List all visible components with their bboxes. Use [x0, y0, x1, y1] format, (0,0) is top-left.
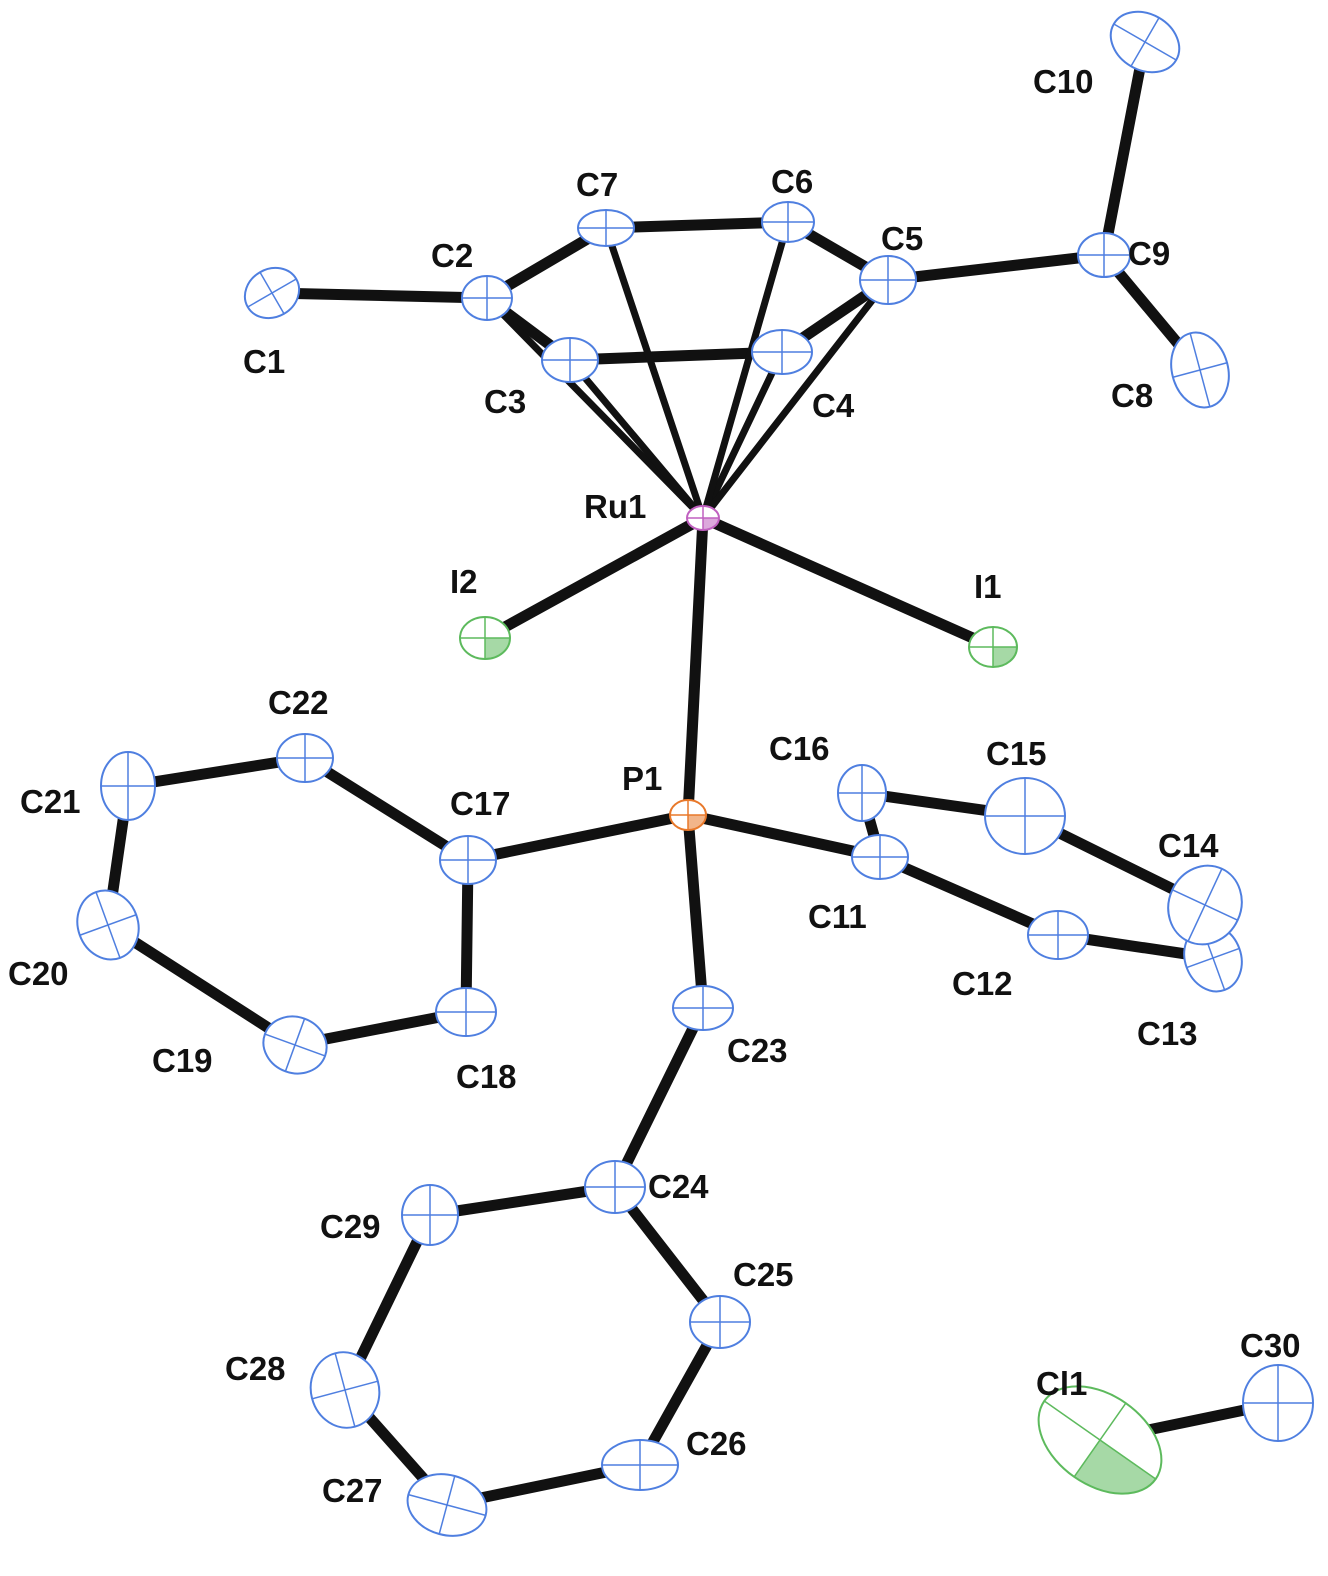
bond-ru1-p1 — [682, 512, 709, 821]
atom-c29 — [401, 1184, 459, 1246]
bond-ru1-c7 — [602, 224, 707, 522]
atom-c18 — [435, 987, 497, 1037]
bond-c7-c6 — [600, 216, 794, 234]
atom-label-c30: C30 — [1240, 1327, 1301, 1364]
atom-i2 — [459, 616, 511, 660]
atom-label-c4: C4 — [812, 387, 855, 424]
bond-p1-c11 — [682, 809, 886, 863]
atom-c22 — [276, 733, 334, 783]
bond-c20-c19 — [102, 919, 301, 1051]
atom-label-c6: C6 — [771, 163, 813, 200]
bond-c24-c29 — [424, 1181, 621, 1221]
bond-ru1-i1 — [697, 512, 999, 653]
bond-c5-c9 — [882, 249, 1110, 286]
atom-c24 — [584, 1160, 646, 1214]
atom-label-p1: P1 — [622, 760, 662, 797]
atom-label-c14: C14 — [1158, 827, 1219, 864]
atom-c2 — [461, 275, 513, 321]
bond-ru1-c4 — [699, 348, 786, 522]
atom-label-c16: C16 — [769, 730, 830, 767]
atom-label-c10: C10 — [1033, 63, 1094, 100]
bond-c12-c11 — [874, 851, 1064, 941]
bond-c25-c24 — [609, 1181, 726, 1328]
atom-label-c11: C11 — [808, 898, 867, 935]
bond-c1-c2 — [266, 287, 493, 304]
atom-c14 — [1167, 864, 1243, 946]
atom-label-c2: C2 — [431, 237, 473, 274]
atom-c3 — [541, 337, 599, 383]
atom-label-c24: C24 — [648, 1168, 709, 1205]
atom-label-c9: C9 — [1128, 235, 1170, 272]
atom-label-c13: C13 — [1137, 1015, 1198, 1052]
atom-label-c27: C27 — [322, 1472, 383, 1509]
atom-label-i1: I1 — [974, 568, 1002, 605]
atom-label-c17: C17 — [450, 785, 511, 822]
atom-c27 — [406, 1473, 488, 1537]
atom-c28 — [309, 1351, 381, 1429]
atom-c26 — [601, 1439, 679, 1491]
atom-i1 — [968, 626, 1018, 668]
atom-c30 — [1242, 1364, 1314, 1442]
atom-layer — [76, 10, 1314, 1537]
atom-c12 — [1027, 910, 1089, 960]
bond-p1-c17 — [462, 809, 694, 866]
atom-c17 — [439, 835, 497, 885]
atom-c21 — [100, 751, 156, 821]
bond-c9-c10 — [1098, 36, 1151, 261]
bond-ru1-c6 — [699, 218, 792, 522]
atom-c7 — [577, 209, 635, 247]
atom-c20 — [76, 889, 140, 961]
atom-label-c8: C8 — [1111, 377, 1153, 414]
bond-ru1-c2 — [483, 294, 707, 522]
atom-label-c19: C19 — [152, 1042, 213, 1079]
atom-c25 — [689, 1295, 751, 1349]
atom-c23 — [672, 985, 734, 1031]
bond-c23-c24 — [609, 1002, 709, 1193]
bond-p1-c23 — [682, 809, 709, 1014]
bond-c17-c22 — [299, 752, 474, 866]
atom-c16 — [837, 764, 887, 822]
atom-label-c28: C28 — [225, 1350, 286, 1387]
atom-c10 — [1109, 10, 1181, 74]
atom-label-c12: C12 — [952, 965, 1013, 1002]
atom-label-c29: C29 — [320, 1208, 381, 1245]
bond-c18-c17 — [460, 854, 474, 1018]
atom-label-c25: C25 — [733, 1256, 794, 1293]
atom-c19 — [262, 1015, 328, 1075]
atom-cl1 — [1037, 1385, 1163, 1495]
bond-ru1-c3 — [566, 356, 707, 522]
atom-ru1 — [686, 505, 720, 531]
atom-label-c20: C20 — [8, 955, 69, 992]
atom-label-ru1: Ru1 — [584, 488, 646, 525]
bond-ru1-c5 — [699, 276, 892, 522]
atom-label-c22: C22 — [268, 684, 329, 721]
atom-c6 — [761, 201, 815, 243]
atom-label-c21: C21 — [20, 783, 81, 820]
bond-ru1-i2 — [479, 512, 709, 644]
atom-label-c3: C3 — [484, 383, 526, 420]
bond-c22-c21 — [122, 752, 311, 792]
atom-c1 — [243, 266, 301, 320]
atom-c11 — [851, 834, 909, 880]
atom-c4 — [751, 329, 813, 375]
atom-label-c1: C1 — [243, 343, 285, 380]
atom-c15 — [984, 777, 1066, 855]
atom-label-c15: C15 — [986, 735, 1047, 772]
atom-label-c26: C26 — [686, 1425, 747, 1462]
atom-label-i2: I2 — [450, 563, 478, 600]
atom-c8 — [1170, 331, 1230, 409]
atom-c9 — [1077, 232, 1131, 278]
atom-label-c18: C18 — [456, 1058, 517, 1095]
atom-p1 — [669, 799, 707, 831]
atom-label-c7: C7 — [576, 166, 618, 203]
atom-label-c23: C23 — [727, 1032, 788, 1069]
atom-label-cl1: Cl1 — [1036, 1365, 1087, 1402]
atom-c5 — [859, 255, 917, 305]
atom-label-c5: C5 — [881, 220, 923, 257]
